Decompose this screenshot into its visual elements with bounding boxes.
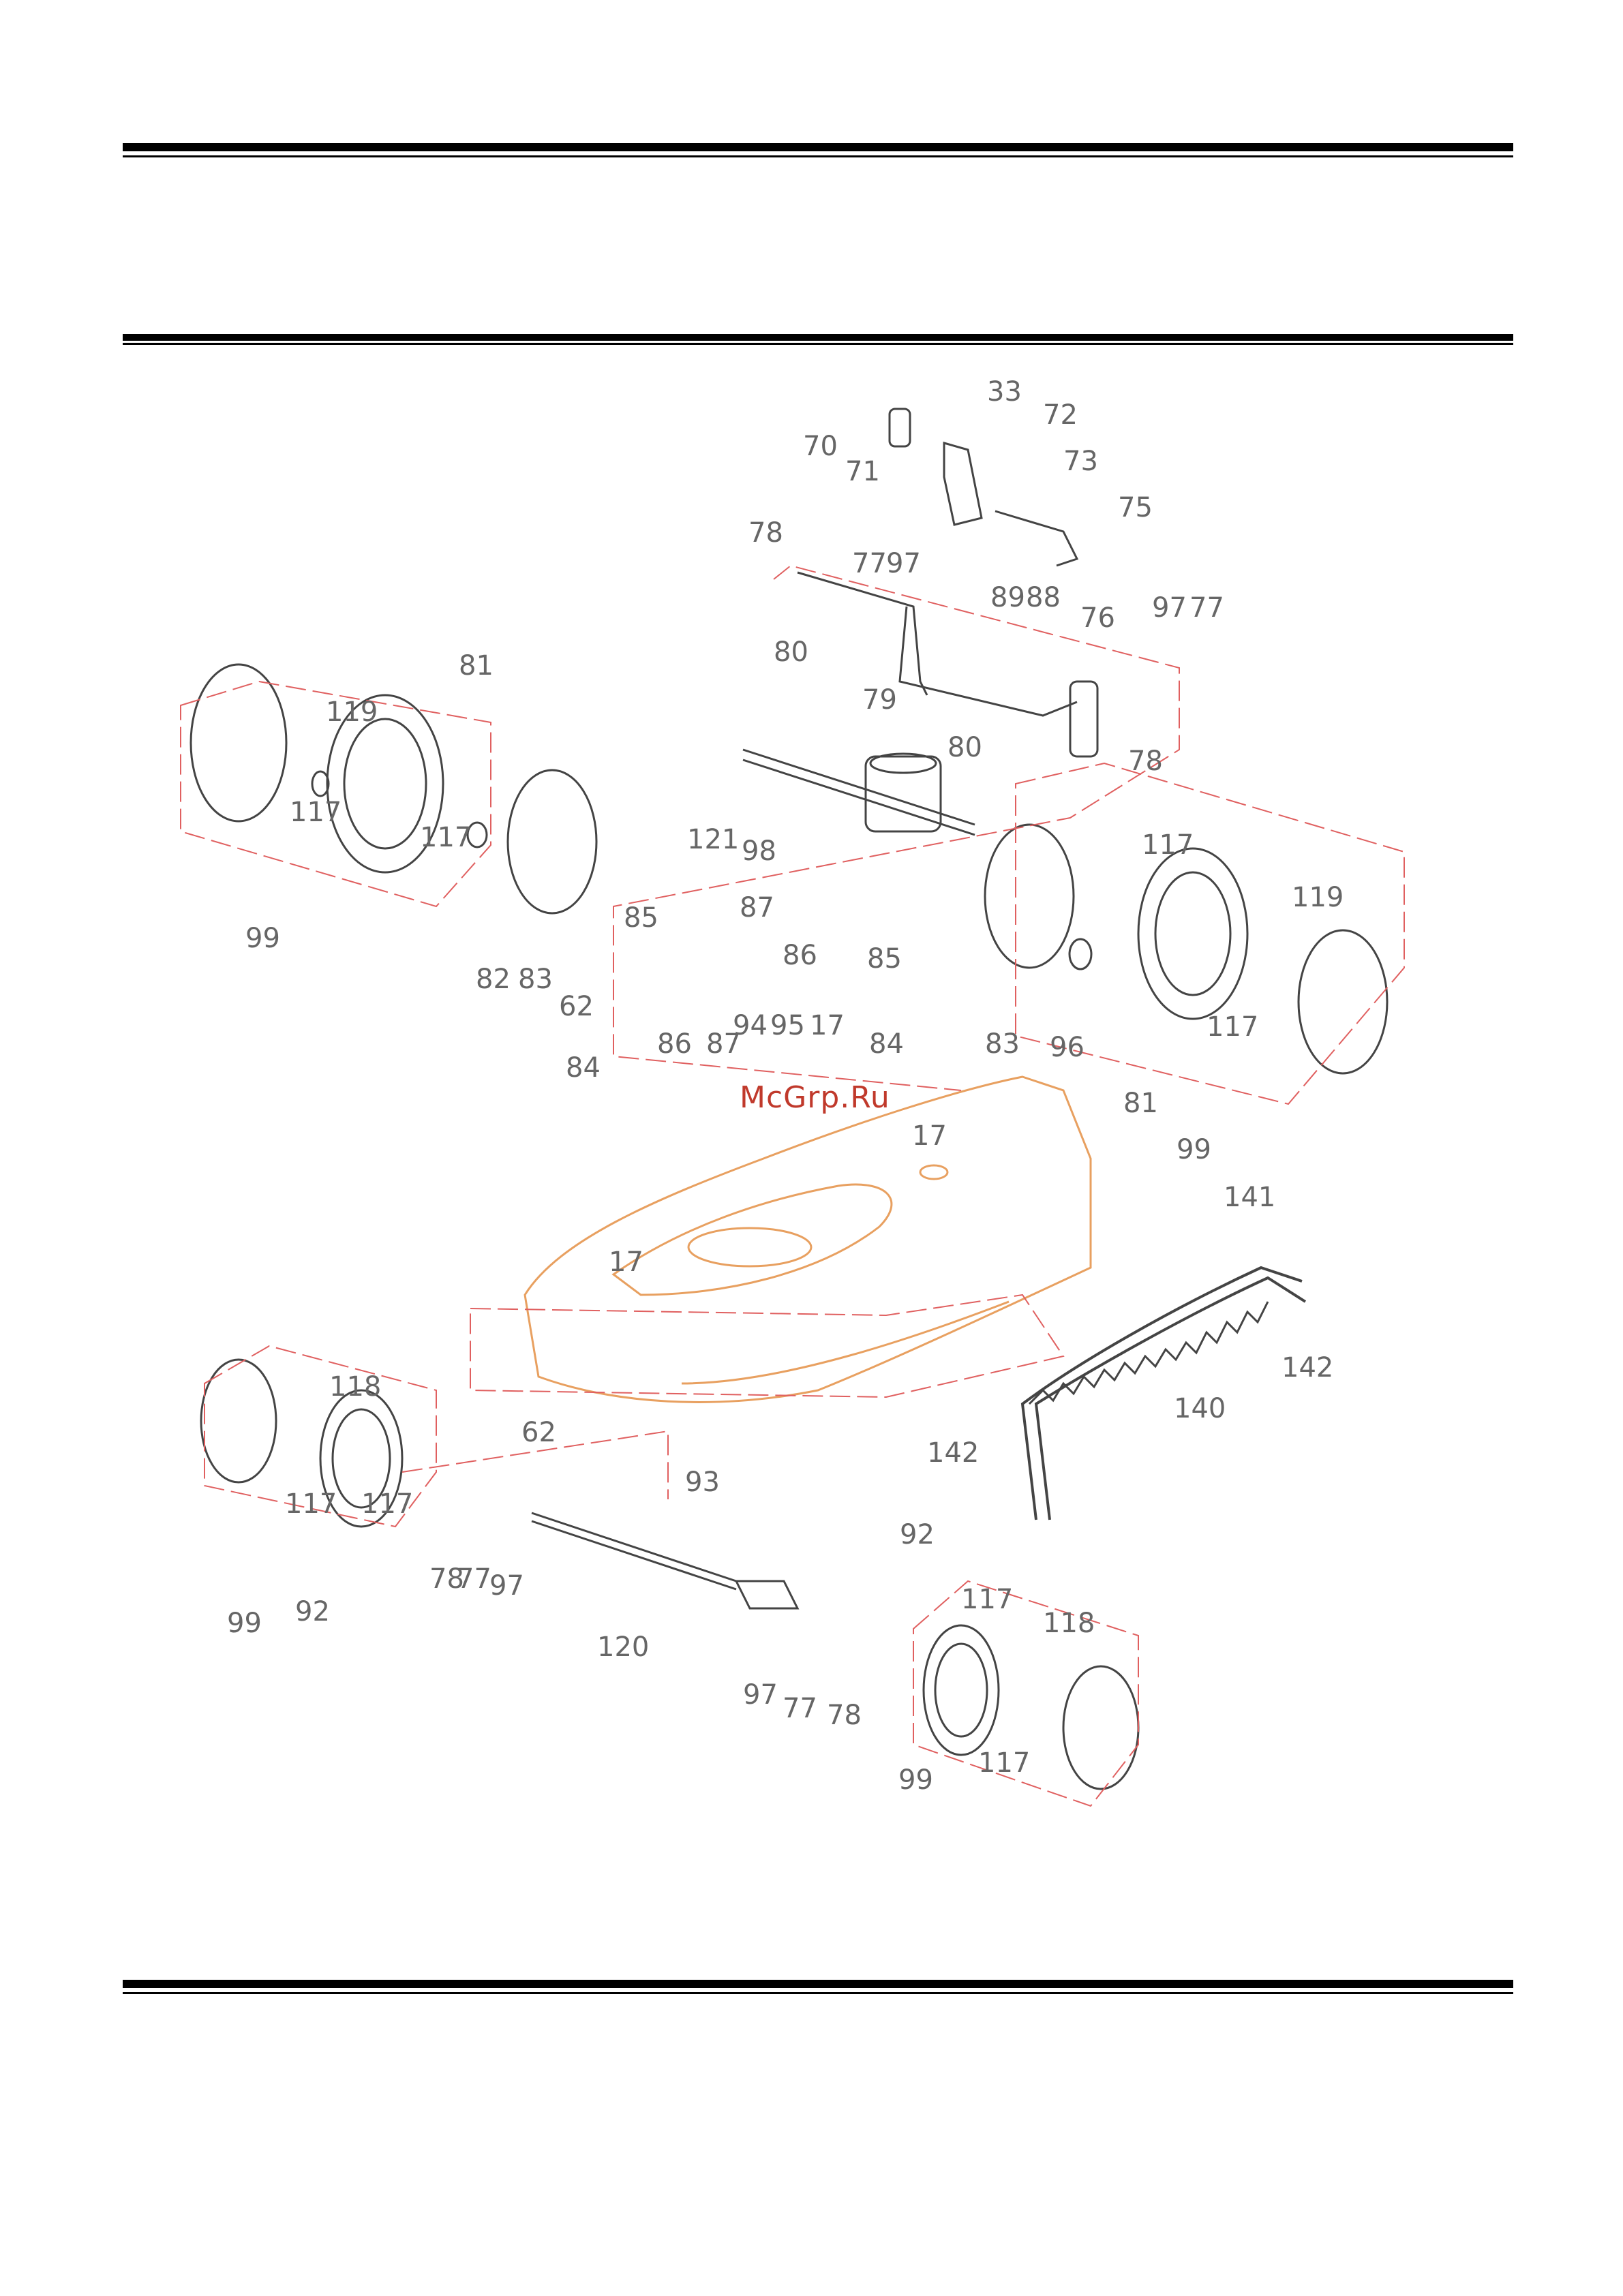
watermark: McGrp.Ru	[740, 1080, 890, 1115]
part-label-119: 119	[326, 697, 378, 728]
part-label-78: 78	[1128, 746, 1163, 777]
part-label-80: 80	[774, 637, 808, 668]
part-label-83: 83	[518, 964, 553, 995]
part-label-117: 117	[420, 822, 472, 853]
part-label-86: 86	[657, 1028, 692, 1060]
part-label-97: 97	[886, 548, 921, 579]
part-label-99: 99	[227, 1608, 262, 1639]
part-label-77: 77	[457, 1563, 491, 1595]
part-label-17: 17	[912, 1120, 947, 1152]
part-label-77: 77	[852, 548, 887, 579]
part-label-97: 97	[489, 1570, 524, 1602]
part-label-120: 120	[597, 1632, 649, 1663]
part-label-99: 99	[1177, 1134, 1211, 1165]
part-label-33: 33	[987, 376, 1022, 408]
part-label-84: 84	[869, 1028, 904, 1060]
part-label-119: 119	[1292, 882, 1344, 913]
part-label-70: 70	[803, 431, 838, 462]
part-label-89: 89	[990, 582, 1025, 613]
part-label-77: 77	[783, 1693, 817, 1724]
part-label-117: 117	[1142, 829, 1194, 861]
part-label-77: 77	[1189, 592, 1224, 624]
part-label-97: 97	[743, 1679, 778, 1711]
mower-deck	[525, 1077, 1091, 1402]
part-label-82: 82	[476, 964, 511, 995]
spring	[1029, 1302, 1268, 1404]
part-label-118: 118	[1043, 1608, 1095, 1639]
part-label-121: 121	[687, 824, 739, 855]
part-label-99: 99	[245, 923, 280, 954]
part-label-96: 96	[1050, 1032, 1084, 1063]
part-label-117: 117	[978, 1747, 1030, 1779]
part-label-73: 73	[1063, 446, 1098, 477]
part-label-88: 88	[1026, 582, 1061, 613]
part-label-92: 92	[295, 1596, 330, 1627]
part-label-78: 78	[827, 1700, 862, 1731]
part-label-117: 117	[361, 1488, 413, 1520]
part-label-75: 75	[1118, 492, 1153, 523]
part-label-140: 140	[1174, 1393, 1226, 1424]
part-label-118: 118	[329, 1371, 381, 1403]
part-label-78: 78	[748, 517, 783, 549]
front-right-wheel	[924, 1625, 1138, 1789]
part-label-98: 98	[742, 836, 776, 867]
rear-right-wheel	[985, 825, 1387, 1073]
part-label-76: 76	[1080, 602, 1115, 634]
part-label-83: 83	[985, 1028, 1020, 1060]
part-label-84: 84	[566, 1052, 601, 1084]
part-label-95: 95	[770, 1010, 805, 1041]
part-label-117: 117	[1207, 1011, 1258, 1043]
part-label-92: 92	[900, 1519, 935, 1550]
part-label-81: 81	[459, 650, 494, 682]
part-label-117: 117	[285, 1488, 337, 1520]
part-label-142: 142	[1281, 1352, 1333, 1383]
part-label-85: 85	[867, 943, 902, 975]
part-label-117: 117	[290, 797, 342, 828]
part-label-97: 97	[1152, 592, 1187, 624]
height-lever	[890, 409, 1077, 566]
part-label-142: 142	[927, 1437, 979, 1469]
part-label-141: 141	[1224, 1182, 1275, 1213]
part-label-80: 80	[947, 732, 982, 763]
part-label-94: 94	[733, 1010, 768, 1041]
part-label-86: 86	[783, 940, 817, 971]
part-label-79: 79	[862, 684, 897, 716]
part-label-17: 17	[609, 1246, 643, 1278]
part-label-71: 71	[845, 456, 880, 487]
front-axle	[532, 1513, 798, 1608]
part-label-93: 93	[685, 1467, 720, 1498]
part-label-17: 17	[810, 1010, 845, 1041]
part-label-85: 85	[624, 902, 658, 934]
leader-boxes	[181, 566, 1404, 1806]
part-label-81: 81	[1123, 1088, 1158, 1119]
part-label-117: 117	[961, 1584, 1013, 1615]
rear-left-wheel	[191, 664, 596, 913]
part-label-62: 62	[559, 991, 594, 1022]
part-label-62: 62	[521, 1417, 556, 1448]
handle-rod	[1022, 1268, 1305, 1520]
part-label-99: 99	[898, 1764, 933, 1796]
part-label-87: 87	[740, 892, 774, 923]
part-label-72: 72	[1043, 399, 1078, 431]
